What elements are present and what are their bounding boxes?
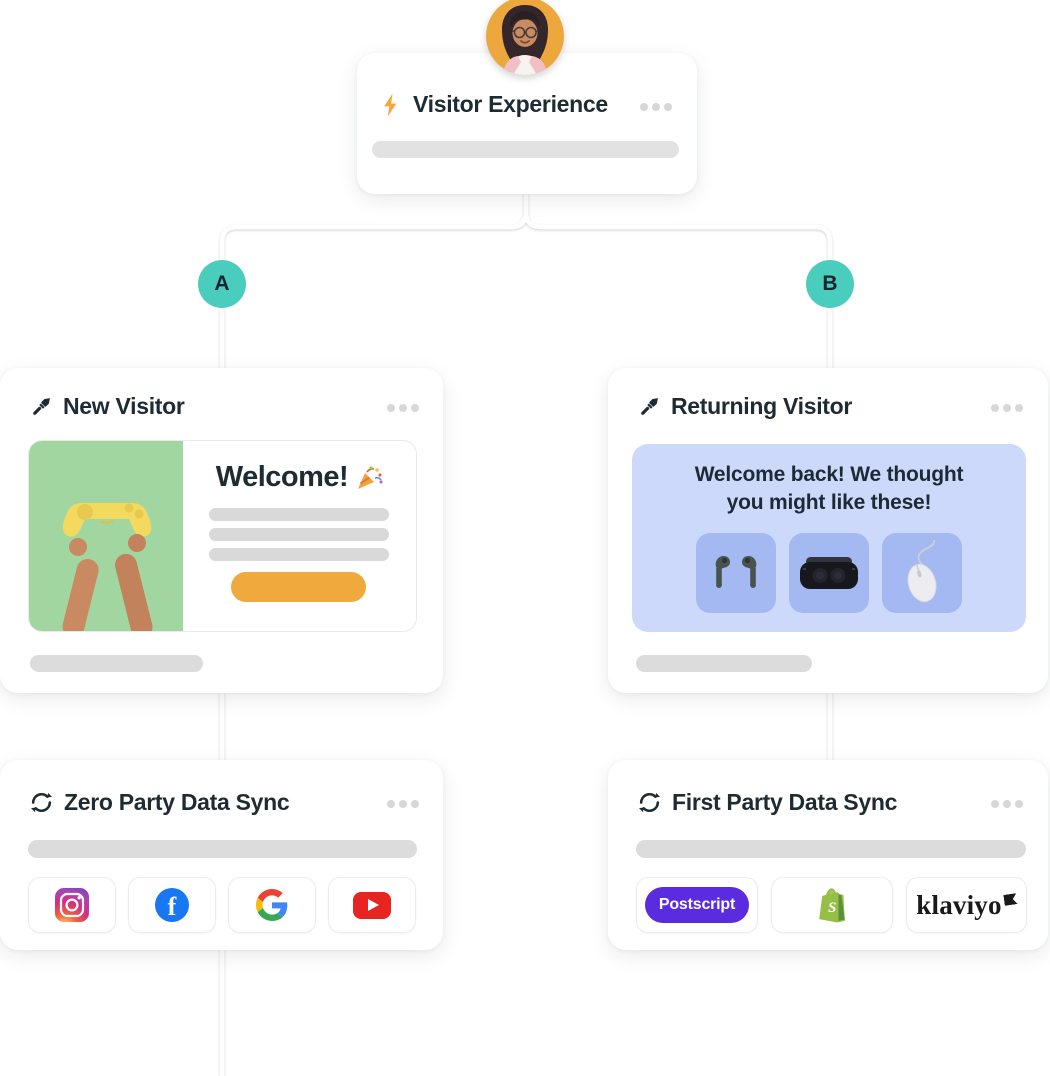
postscript-label: Postscript (658, 896, 736, 913)
product-row (632, 533, 1026, 613)
product-tile-vr-headset[interactable] (789, 533, 869, 613)
node-title: Visitor Experience (413, 91, 608, 117)
recommendation-preview: Welcome back! We thought you might like … (632, 444, 1026, 632)
integration-tile-youtube[interactable] (328, 877, 416, 933)
placeholder-line (209, 508, 389, 521)
branch-b-badge: B (806, 260, 854, 308)
ellipsis-icon[interactable] (387, 404, 419, 412)
ellipsis-icon[interactable] (991, 404, 1023, 412)
node-title: Returning Visitor (671, 393, 853, 419)
message-line-2: you might like these! (726, 491, 932, 514)
placeholder-bar (636, 840, 1026, 858)
placeholder-line (209, 548, 389, 561)
sync-icon (31, 792, 52, 813)
visitor-experience-node[interactable]: Visitor Experience (357, 53, 697, 194)
placeholder-line (209, 528, 389, 541)
postscript-logo: Postscript (645, 887, 749, 923)
klaviyo-flag-icon (1003, 893, 1017, 906)
facebook-icon: f (155, 888, 189, 922)
integration-tile-postscript[interactable]: Postscript (636, 877, 758, 933)
placeholder-bar (636, 655, 812, 672)
placeholder-bar (372, 141, 679, 158)
zero-party-data-sync-node[interactable]: Zero Party Data Sync f (0, 760, 443, 950)
first-party-data-sync-node[interactable]: First Party Data Sync Postscript S klavi… (608, 760, 1048, 950)
returning-visitor-node[interactable]: Returning Visitor Welcome back! We thoug… (608, 368, 1048, 693)
ellipsis-icon[interactable] (991, 800, 1023, 808)
integration-tile-instagram[interactable] (28, 877, 116, 933)
integration-tile-facebook[interactable]: f (128, 877, 216, 933)
headline-text: Welcome! (215, 461, 349, 493)
lightning-icon (384, 93, 397, 116)
node-title: First Party Data Sync (672, 789, 898, 815)
hands-holding-game-controller (62, 503, 153, 631)
popup-headline: Welcome! (183, 461, 416, 494)
popup-text-panel: Welcome! (183, 441, 416, 631)
welcome-popup-preview: Welcome! (28, 440, 417, 632)
placeholder-bar (28, 840, 417, 858)
branch-a-badge: A (198, 260, 246, 308)
recommendation-message: Welcome back! We thought you might like … (632, 461, 1026, 517)
instagram-icon (55, 888, 89, 922)
branch-b-label: B (822, 272, 838, 295)
orange-pill-button[interactable] (231, 572, 366, 602)
paintbrush-icon (641, 397, 658, 415)
sync-icon (639, 792, 660, 813)
computer-mouse-icon (907, 540, 937, 603)
woman-avatar-illustration (486, 0, 564, 75)
paintbrush-icon (33, 397, 50, 415)
product-tile-mouse[interactable] (882, 533, 962, 613)
vr-headset-icon (800, 557, 858, 589)
popup-image-panel (29, 441, 183, 631)
product-tile-earbuds[interactable] (696, 533, 776, 613)
google-icon (256, 889, 288, 921)
integration-tile-klaviyo[interactable]: klaviyo (906, 877, 1027, 933)
wireless-earbuds-icon (715, 556, 757, 588)
avatar (486, 0, 564, 75)
message-line-1: Welcome back! We thought (694, 463, 964, 486)
integration-tile-shopify[interactable]: S (771, 877, 893, 933)
ellipsis-icon[interactable] (640, 103, 672, 111)
klaviyo-label: klaviyo (916, 889, 1002, 920)
node-title: New Visitor (63, 393, 185, 419)
node-title: Zero Party Data Sync (64, 789, 290, 815)
new-visitor-node[interactable]: New Visitor Welcome! (0, 368, 443, 693)
placeholder-bar (30, 655, 203, 672)
youtube-icon (353, 891, 391, 919)
shopify-icon: S (816, 887, 848, 923)
ellipsis-icon[interactable] (387, 800, 419, 808)
party-popper-icon (358, 466, 383, 489)
integration-tile-google[interactable] (228, 877, 316, 933)
klaviyo-logo: klaviyo (916, 889, 1017, 920)
branch-a-label: A (214, 272, 230, 295)
